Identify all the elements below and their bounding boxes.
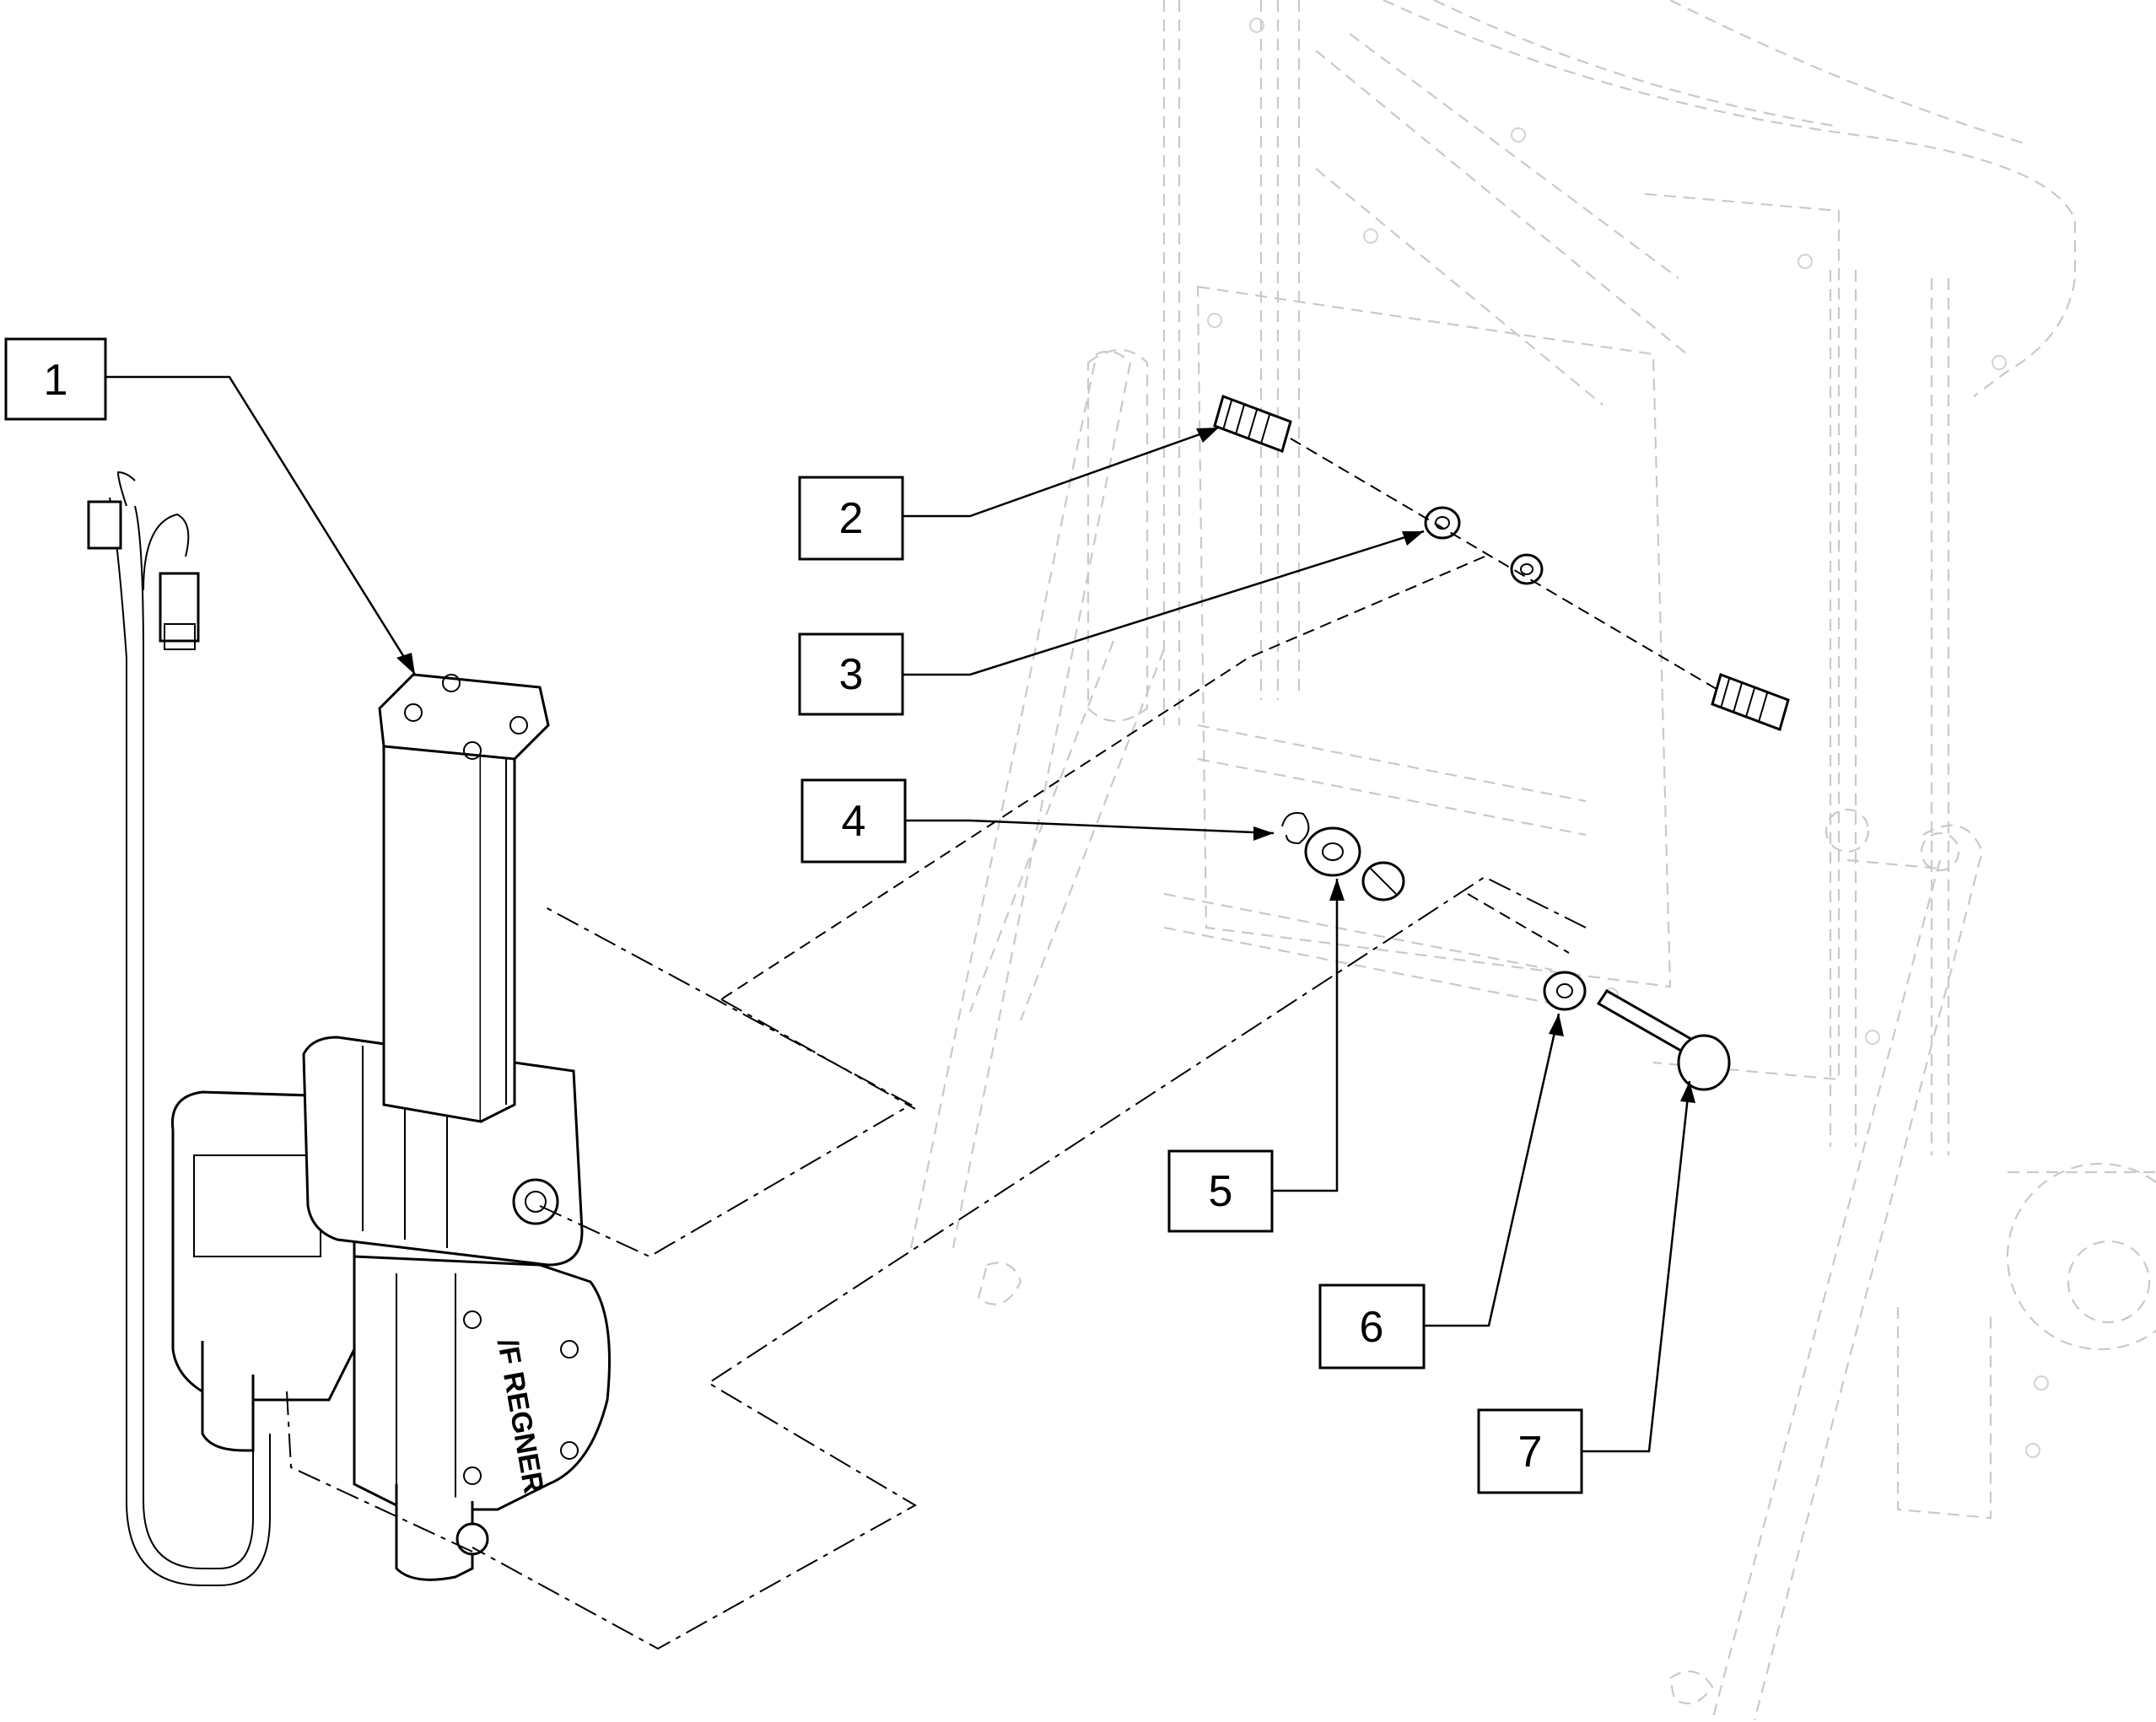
callout-6: 6 [1318, 1283, 1426, 1370]
cable-connector-2 [159, 572, 200, 643]
leader-3 [903, 530, 1425, 676]
actuator-assembly: /F REGNER [87, 471, 611, 1586]
ghost-seat-frame [909, 0, 2156, 1721]
actuator-gearbox [353, 1255, 611, 1511]
callout-number: 1 [44, 356, 68, 405]
callout-number: 5 [1209, 1167, 1233, 1216]
callout-number: 6 [1360, 1303, 1384, 1352]
actuator-extension-tube [382, 728, 482, 1123]
part-5-spacer-washer [1304, 826, 1405, 901]
leader-1 [105, 375, 417, 675]
assembly-centerlines [286, 438, 1722, 1650]
callout-number: 4 [842, 797, 866, 846]
part-2-set-screw [1213, 395, 1292, 453]
callout-7: 7 [1477, 1408, 1583, 1494]
callout-leaders [105, 375, 1695, 1453]
callout-2: 2 [798, 476, 904, 561]
part-6-bushing [1543, 971, 1587, 1011]
part-4-retaining-clip [1281, 812, 1310, 845]
callout-number: 3 [839, 650, 864, 699]
actuator-cable [126, 1434, 271, 1586]
leader-7 [1582, 1080, 1691, 1453]
callout-5: 5 [1167, 1149, 1274, 1233]
leader-2 [903, 426, 1220, 518]
leader-6 [1424, 1013, 1560, 1327]
callout-3: 3 [798, 632, 904, 716]
part-7-pin [1596, 989, 1731, 1091]
actuator-pivot-boss [512, 1178, 559, 1225]
leader-5 [1272, 879, 1339, 1192]
part-3-washer [1424, 506, 1544, 585]
actuator-top-plate [378, 673, 550, 761]
callout-number: 2 [839, 494, 864, 543]
leader-4 [905, 819, 1275, 835]
callout-4: 4 [800, 778, 907, 864]
part-2-set-screw-right [1711, 673, 1790, 731]
callout-1: 1 [4, 337, 107, 421]
callout-number: 7 [1518, 1428, 1543, 1477]
cable-connector-1 [87, 500, 122, 550]
